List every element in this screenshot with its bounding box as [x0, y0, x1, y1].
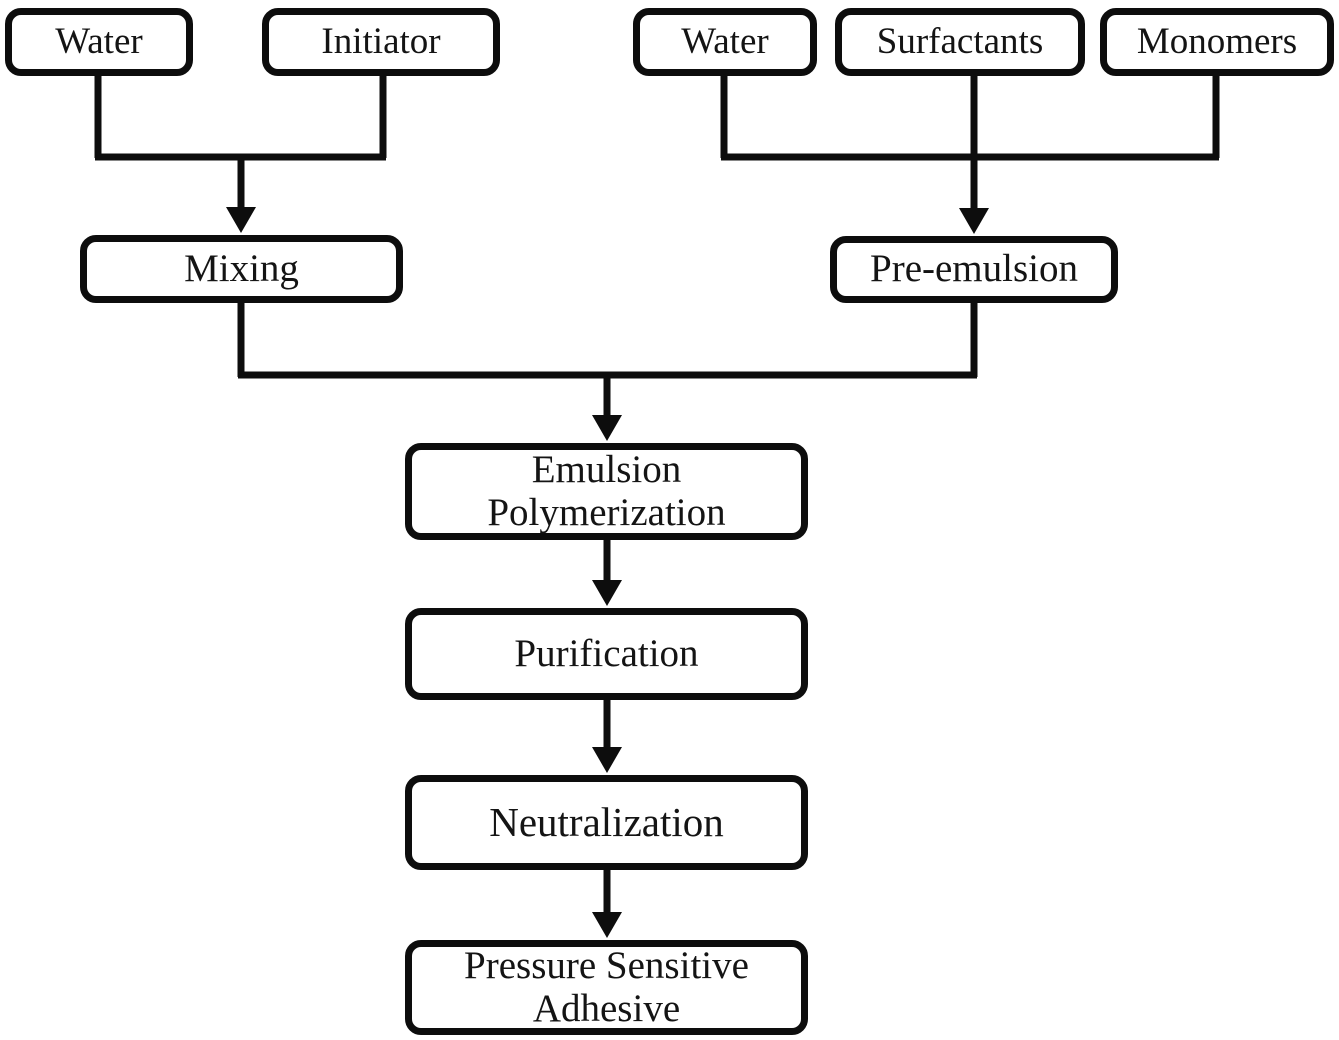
- node-label-initiator: Initiator: [321, 21, 441, 63]
- node-water-left[interactable]: Water: [5, 8, 193, 76]
- node-label-emulsion-polymerization: Emulsion Polymerization: [487, 448, 726, 534]
- node-purification[interactable]: Purification: [405, 608, 808, 700]
- arrowhead-to-mixing-arrow: [226, 207, 256, 233]
- node-surfactants[interactable]: Surfactants: [835, 8, 1085, 76]
- node-pre-emulsion[interactable]: Pre-emulsion: [830, 236, 1118, 303]
- connector-group: [94, 76, 1220, 938]
- arrowhead-emulsion-to-purification-arrow: [592, 580, 622, 606]
- arrowhead-purification-to-neutralization-arrow: [592, 747, 622, 773]
- node-label-surfactants: Surfactants: [876, 21, 1044, 63]
- arrowhead-neutralization-to-psa-arrow: [592, 912, 622, 938]
- node-water-right[interactable]: Water: [633, 8, 817, 76]
- node-label-water-left: Water: [55, 21, 143, 63]
- node-emulsion-polymerization[interactable]: Emulsion Polymerization: [405, 443, 808, 540]
- node-mixing[interactable]: Mixing: [80, 235, 403, 303]
- node-label-pre-emulsion: Pre-emulsion: [870, 247, 1078, 291]
- node-label-neutralization: Neutralization: [489, 799, 724, 846]
- node-monomers[interactable]: Monomers: [1100, 8, 1334, 76]
- arrowhead-to-emulsion-arrow: [592, 415, 622, 441]
- node-label-monomers: Monomers: [1136, 21, 1298, 63]
- arrowhead-to-pre-emulsion-arrow: [959, 208, 989, 234]
- node-label-water-right: Water: [681, 21, 769, 63]
- node-pressure-sensitive-adhesive[interactable]: Pressure Sensitive Adhesive: [405, 940, 808, 1035]
- node-label-pressure-sensitive-adhesive: Pressure Sensitive Adhesive: [464, 944, 749, 1030]
- node-neutralization[interactable]: Neutralization: [405, 775, 808, 870]
- node-initiator[interactable]: Initiator: [262, 8, 500, 76]
- node-label-mixing: Mixing: [184, 246, 299, 290]
- node-label-purification: Purification: [514, 631, 699, 675]
